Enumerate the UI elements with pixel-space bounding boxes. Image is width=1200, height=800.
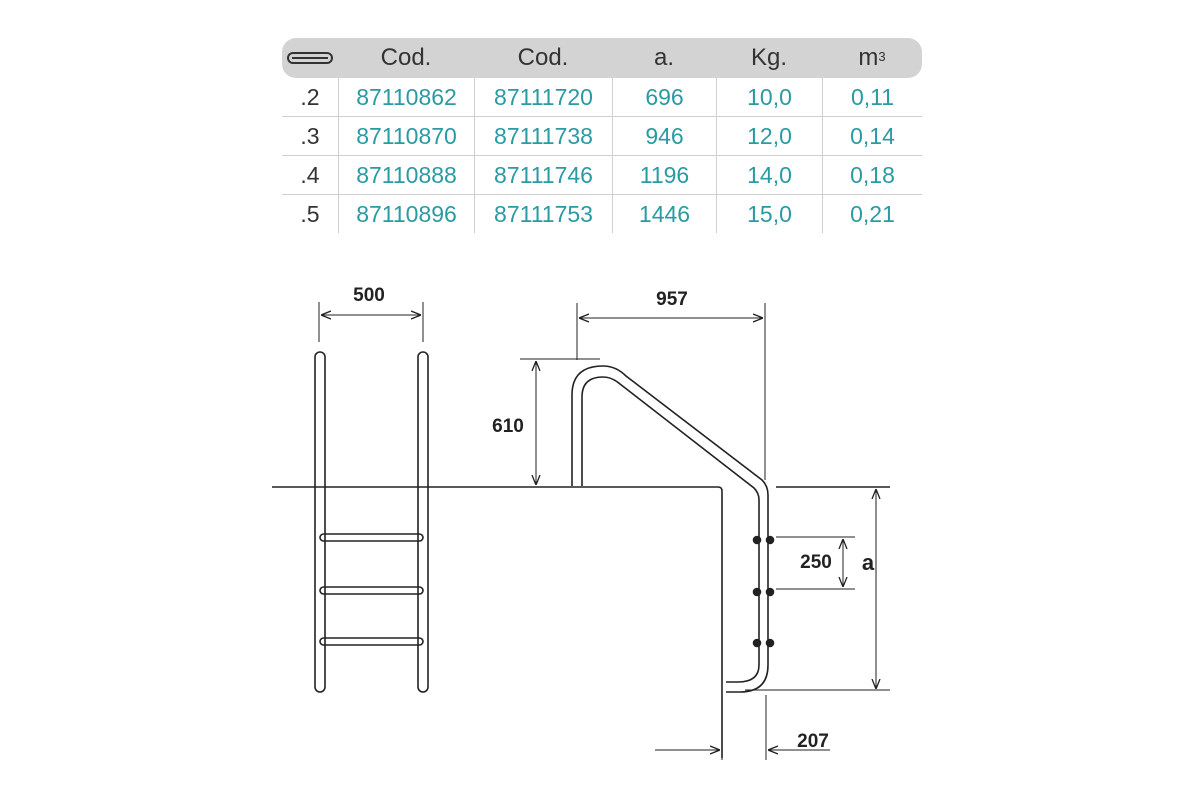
cell-model: .4 [300, 161, 320, 188]
header-a: a. [653, 44, 674, 71]
dimension-610: 610 [492, 416, 524, 437]
cell-m3: 0,21 [822, 195, 922, 233]
header-m3-exponent: 3 [878, 48, 886, 64]
dimension-lines [318, 302, 890, 760]
cell-kg: 14,0 [716, 156, 822, 194]
cell-kg: 12,0 [716, 117, 822, 155]
cell-cod1: 87110888 [338, 156, 474, 194]
cell-cod2: 87111738 [474, 117, 612, 155]
cell-a: 1446 [612, 195, 716, 233]
cell-kg: 10,0 [716, 78, 822, 116]
cell-m3: 0,14 [822, 117, 922, 155]
dimension-500: 500 [353, 285, 385, 306]
cell-model: .3 [300, 122, 320, 149]
ladder-front-view [314, 351, 429, 693]
header-cod-2: Cod. [517, 44, 569, 71]
dimension-250: 250 [800, 552, 832, 573]
cell-kg: 15,0 [716, 195, 822, 233]
cell-model: .5 [300, 200, 320, 227]
handrail-tube-icon [282, 38, 338, 78]
header-cod-1: Cod. [380, 44, 432, 71]
dimension-a: a [862, 550, 875, 575]
cell-model: .2 [300, 83, 320, 110]
cell-m3: 0,18 [822, 156, 922, 194]
cell-cod2: 87111753 [474, 195, 612, 233]
header-m3-unit: m [858, 44, 879, 71]
cell-a: 946 [612, 117, 716, 155]
cell-cod1: 87110862 [338, 78, 474, 116]
cell-cod2: 87111746 [474, 156, 612, 194]
cell-cod2: 87111720 [474, 78, 612, 116]
header-kg: Kg. [750, 44, 788, 71]
cell-a: 1196 [612, 156, 716, 194]
pool-deck-line [272, 486, 723, 758]
cell-a: 696 [612, 78, 716, 116]
handrail-side-view [571, 365, 775, 693]
cell-cod1: 87110896 [338, 195, 474, 233]
cell-m3: 0,11 [822, 78, 922, 116]
dimension-207: 207 [797, 731, 829, 752]
cell-cod1: 87110870 [338, 117, 474, 155]
dimension-957: 957 [656, 289, 688, 310]
